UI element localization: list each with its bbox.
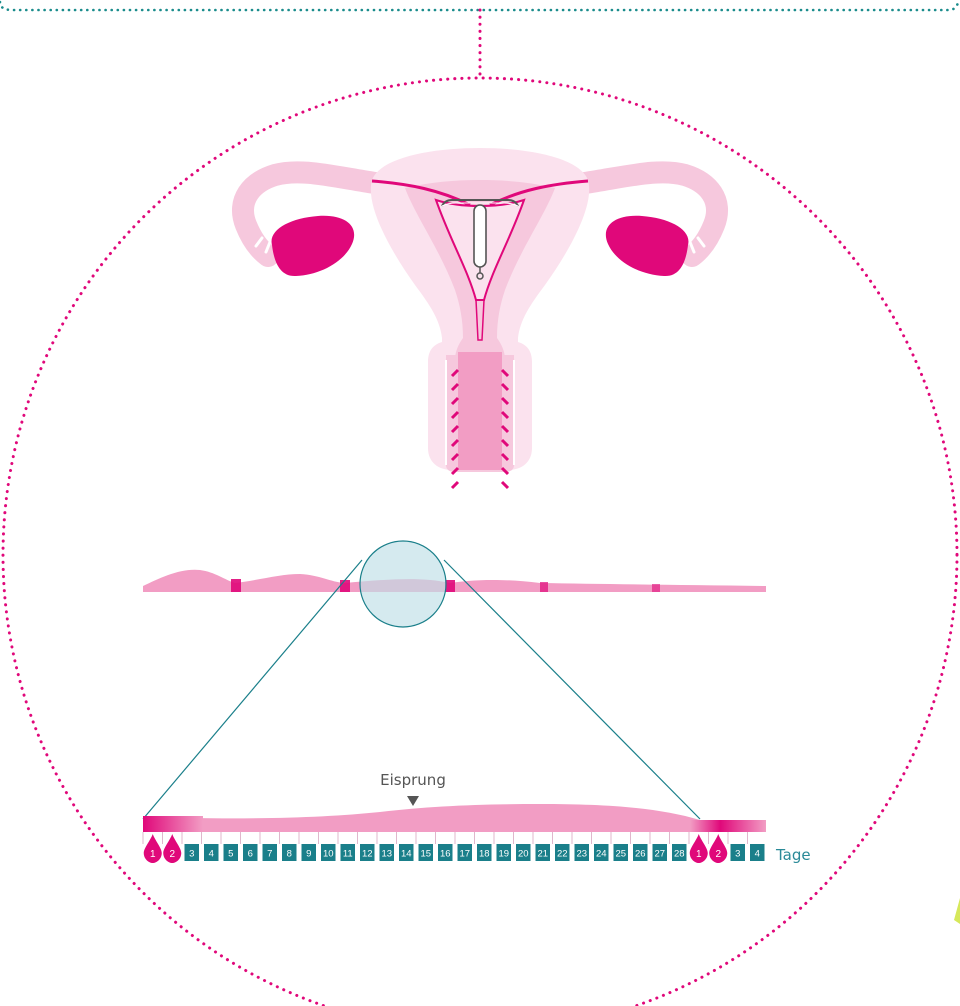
ovulation-label: Eisprung [380, 771, 446, 789]
day-number: 24 [596, 849, 607, 860]
endometrium-strip [143, 570, 766, 592]
bleeding-day-label: 2 [715, 849, 721, 860]
day-number: 23 [576, 849, 587, 860]
day-number: 11 [343, 849, 353, 860]
day-number: 12 [362, 849, 373, 860]
day-number: 20 [518, 849, 529, 860]
day-number: 15 [420, 849, 431, 860]
day-number: 22 [557, 849, 568, 860]
day-number: 16 [440, 849, 451, 860]
day-number: 13 [381, 849, 392, 860]
day-number: 6 [248, 849, 253, 860]
bleeding-day-label: 2 [169, 849, 175, 860]
day-number: 18 [479, 849, 490, 860]
left-ovary [272, 216, 355, 276]
day-number: 27 [654, 849, 665, 860]
right-ovary [606, 216, 689, 276]
day-number: 4 [209, 849, 214, 860]
day-number: 17 [459, 849, 470, 860]
day-number: 26 [635, 849, 646, 860]
day-number: 3 [735, 849, 740, 860]
top-dotted-frame [0, 0, 958, 10]
day-number: 21 [537, 849, 548, 860]
edge-mark [954, 898, 960, 924]
day-number: 25 [615, 849, 626, 860]
day-number: 7 [267, 849, 272, 860]
day-number: 9 [306, 849, 311, 860]
day-number: 8 [287, 849, 292, 860]
day-number: 5 [228, 849, 233, 860]
triangle-down-icon [407, 796, 419, 806]
days-unit-label: Tage [775, 846, 811, 864]
bleeding-day-label: 1 [150, 849, 156, 860]
zoomed-endometrium [143, 804, 766, 832]
day-number: 3 [189, 849, 194, 860]
day-number: 10 [323, 849, 334, 860]
day-number: 14 [401, 849, 412, 860]
day-number: 28 [674, 849, 685, 860]
day-number: 19 [498, 849, 509, 860]
day-number: 4 [755, 849, 760, 860]
bleeding-day-label: 1 [696, 849, 702, 860]
